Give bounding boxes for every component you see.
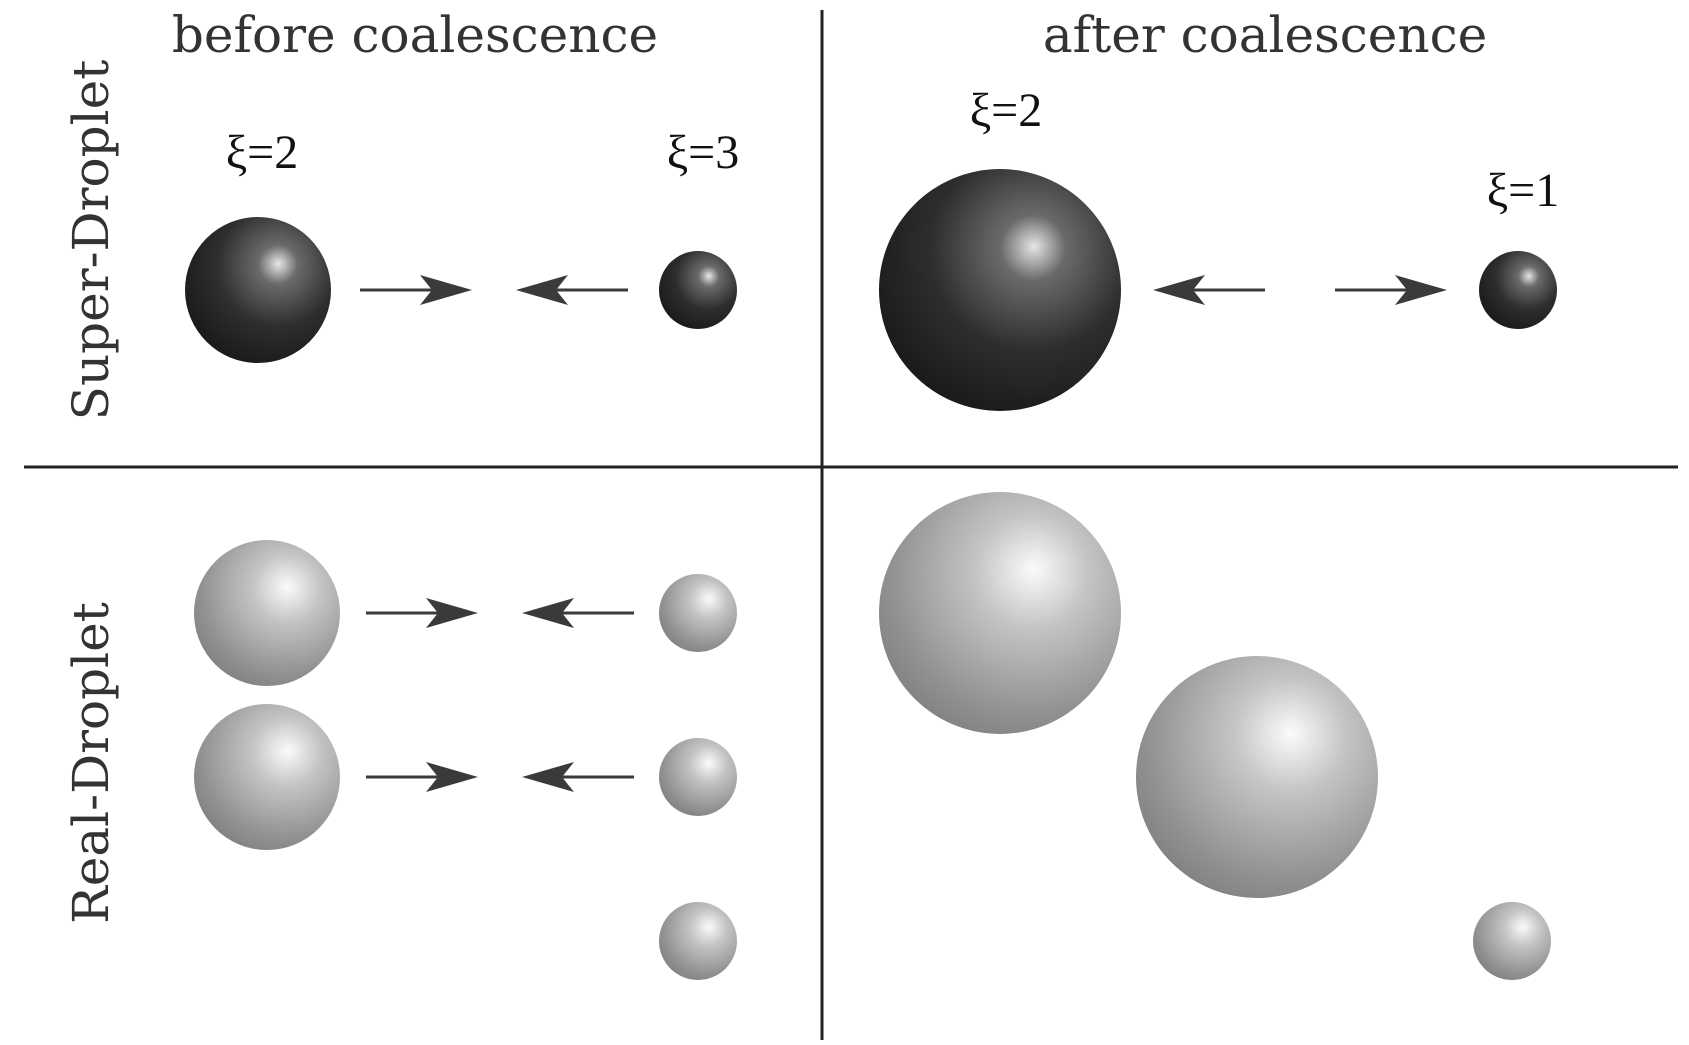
arrow-right-icon <box>1335 275 1447 305</box>
row-label-real-droplet: Real-Droplet <box>62 602 120 924</box>
super-droplet-small <box>659 251 737 329</box>
real-droplet-merged-2 <box>1136 656 1378 898</box>
real-droplet-large-1 <box>194 540 340 686</box>
xi-label-before-right: ξ=3 <box>667 126 739 179</box>
xi-label-after-right: ξ=1 <box>1487 164 1559 217</box>
real-droplet-small-2 <box>659 738 737 816</box>
arrow-right-icon <box>366 598 478 628</box>
arrow-left-icon <box>1153 275 1265 305</box>
super-droplet-merged <box>879 169 1121 411</box>
arrow-left-icon <box>516 275 628 305</box>
real-droplet-remaining <box>1473 902 1551 980</box>
real-droplet-small-1 <box>659 574 737 652</box>
xi-label-after-left: ξ=2 <box>970 84 1042 137</box>
real-droplet-large-2 <box>194 704 340 850</box>
super-droplet-remaining <box>1479 251 1557 329</box>
arrow-right-icon <box>366 762 478 792</box>
arrow-right-icon <box>360 275 472 305</box>
header-after-coalescence: after coalescence <box>1043 6 1487 64</box>
real-droplet-merged-1 <box>879 492 1121 734</box>
header-before-coalescence: before coalescence <box>172 6 658 64</box>
arrow-left-icon <box>522 598 634 628</box>
row-label-super-droplet: Super-Droplet <box>62 60 120 421</box>
xi-label-before-left: ξ=2 <box>226 126 298 179</box>
real-droplet-small-3 <box>659 902 737 980</box>
super-droplet-large <box>185 217 331 363</box>
arrow-left-icon <box>522 762 634 792</box>
